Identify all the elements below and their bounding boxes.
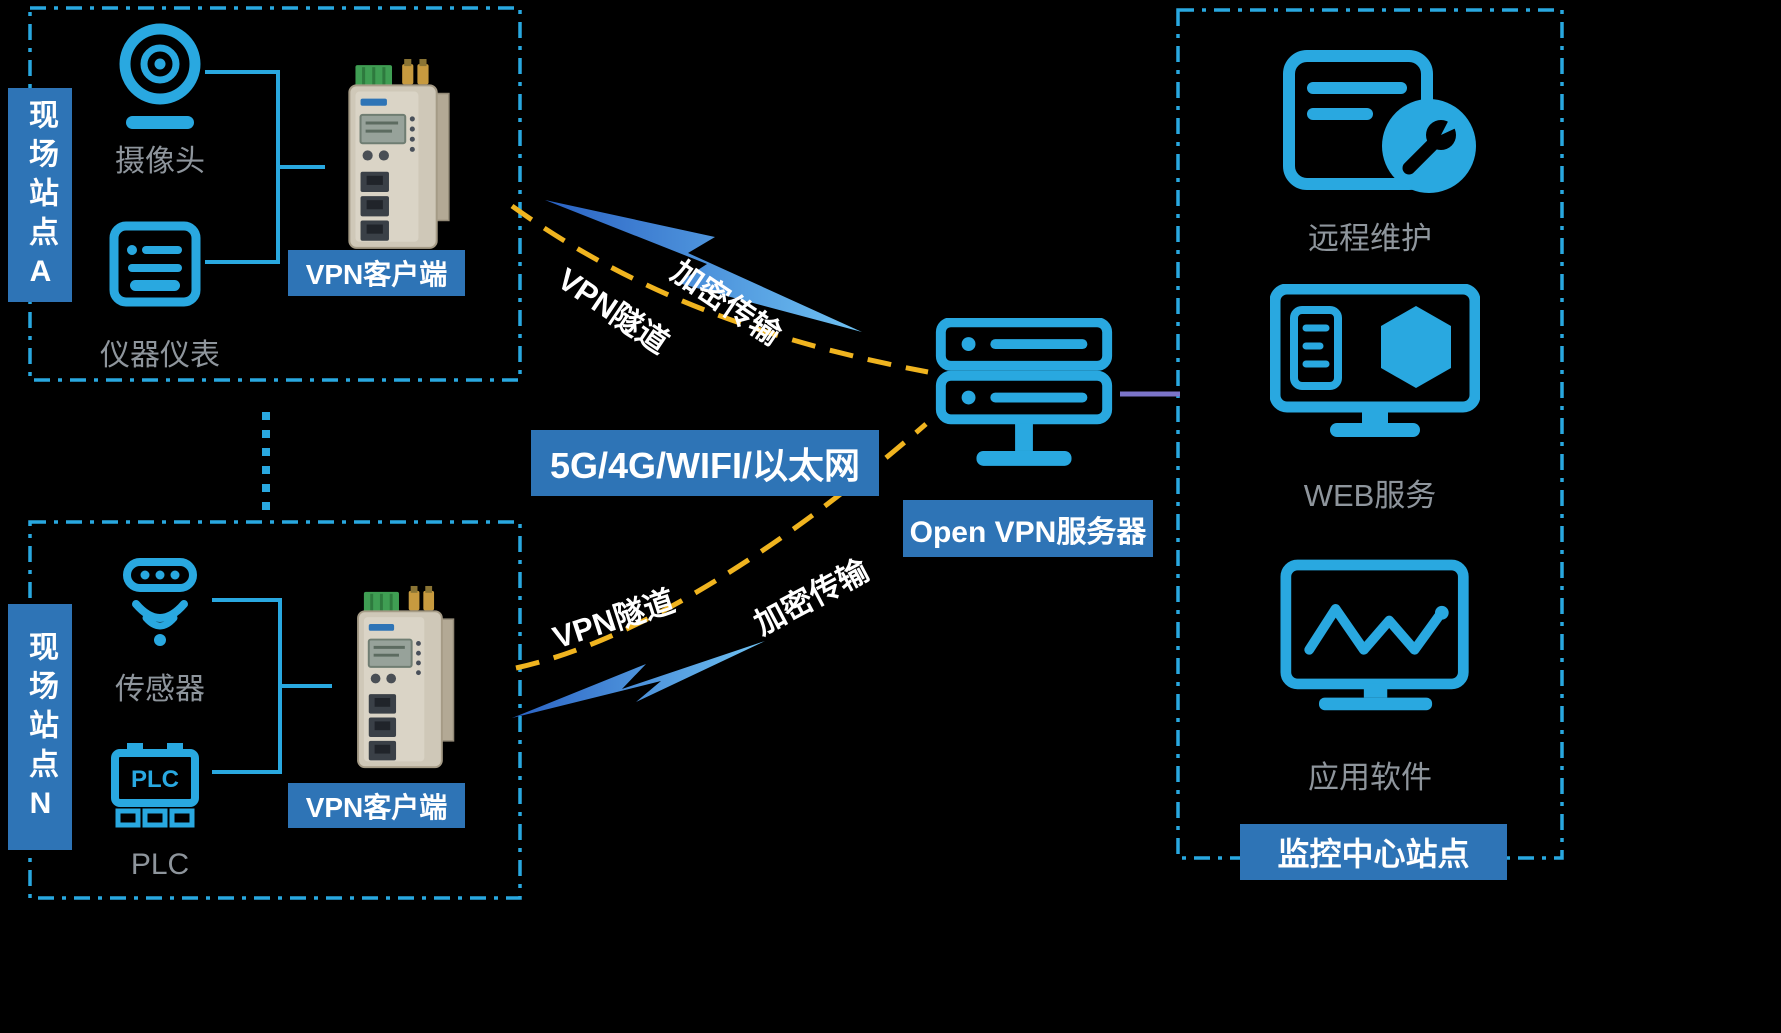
monitor-center-box-label: 监控中心站点: [1240, 824, 1507, 880]
vpn-tunnel-bottom-curve: [515, 422, 928, 671]
app-software-icon: [1280, 559, 1469, 711]
camera-icon: [119, 23, 201, 129]
monitor-center-border: [1176, 8, 1564, 860]
instrument-label: 仪器仪表: [100, 339, 220, 372]
sensor-icon: [123, 558, 197, 646]
site-n-vpn-client-label: VPN客户端: [288, 783, 465, 828]
remote-maintenance-label: 远程维护: [1308, 221, 1432, 256]
site-a-vpn-client-label: VPN客户端: [288, 250, 465, 296]
plc-icon-text: PLC: [131, 766, 179, 793]
camera-label: 摄像头: [115, 145, 205, 178]
vpn-server-icon: [935, 318, 1113, 466]
vpn-router-a-image: [348, 59, 450, 249]
hexagon-icon: [1381, 306, 1451, 388]
encrypted-bolt-bottom: [512, 641, 765, 718]
site-n-station-label: 现场站点N: [8, 604, 72, 850]
encrypted-bolt-top: [545, 200, 862, 332]
vpn-router-n-image: [357, 585, 455, 769]
vpn-tunnel-top-curve: [510, 203, 929, 375]
app-software-label: 应用软件: [1308, 760, 1432, 795]
plc-label: PLC: [130, 848, 190, 881]
openvpn-server-label: Open VPN服务器: [903, 500, 1153, 557]
network-band-label: 5G/4G/WIFI/以太网: [531, 430, 879, 496]
sensor-label: 传感器: [115, 673, 205, 706]
wrench-icon: [1402, 135, 1442, 175]
web-service-label: WEB服务: [1303, 478, 1437, 513]
plc-icon: PLC: [111, 743, 199, 828]
waveform-icon: [1304, 603, 1445, 655]
remote-maintenance-icon: [1283, 50, 1476, 193]
site-a-station-label: 现场站点A: [8, 88, 72, 302]
web-service-icon: [1270, 284, 1480, 437]
instrument-icon: [109, 221, 201, 307]
